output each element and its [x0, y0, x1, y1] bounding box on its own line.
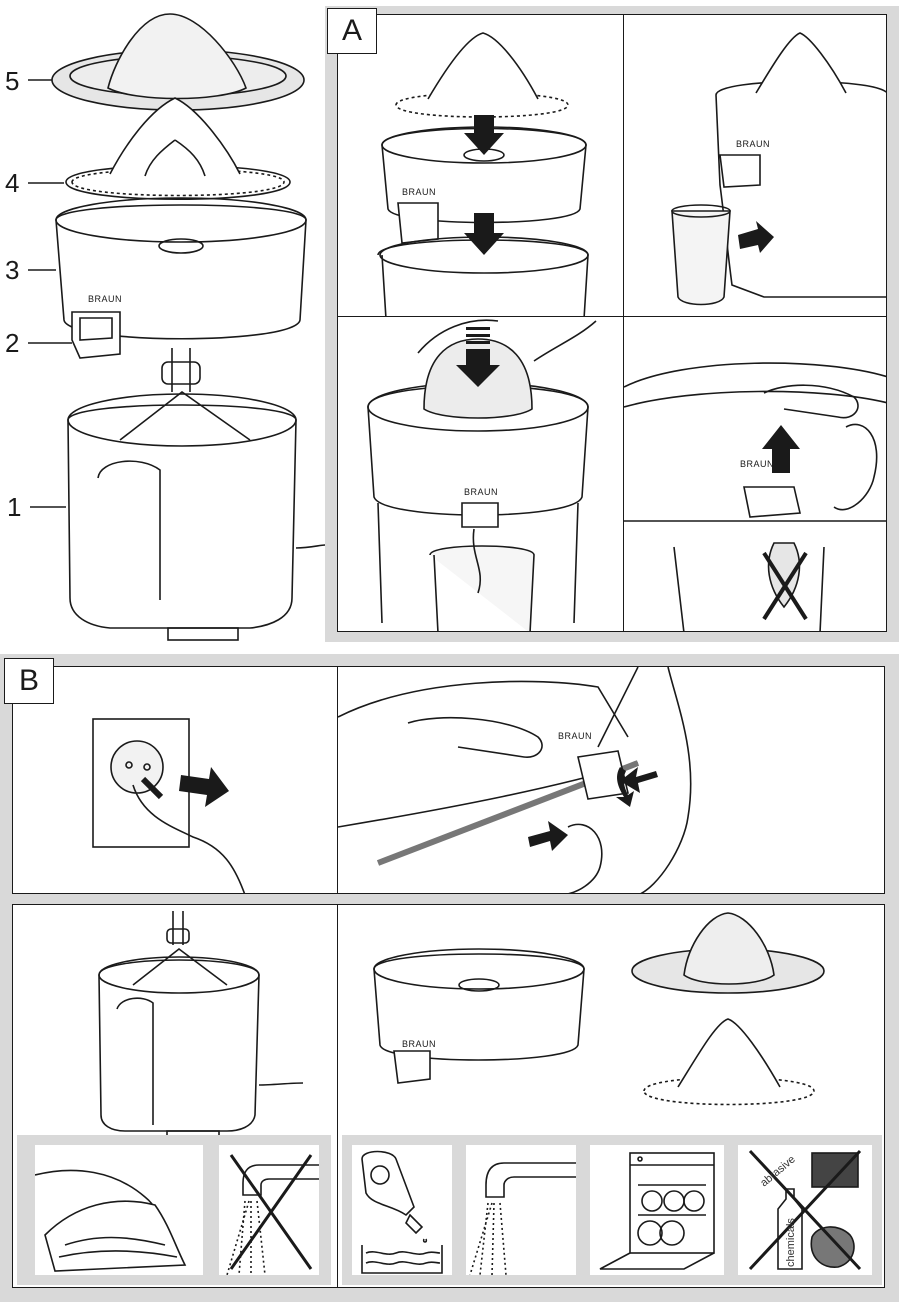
detergent-bottle-icon	[352, 1145, 452, 1275]
section-a-step-assemble: BRAUN	[337, 14, 625, 318]
section-b-step-remove-spout: BRAUN	[337, 666, 885, 894]
section-b-motor-base-cleaning	[12, 904, 338, 1288]
part-number-3: 3	[5, 255, 20, 285]
damp-cloth-icon	[35, 1145, 203, 1275]
part-number-4: 4	[5, 168, 20, 198]
part-number-2: 2	[5, 328, 20, 358]
brand-label: BRAUN	[402, 1039, 436, 1049]
parts-care-icons-strip: abrasive chemicals	[342, 1135, 882, 1285]
exploded-juicer-illustration: BRAUN	[28, 13, 325, 641]
no-abrasive-chemicals-icon: abrasive chemicals	[738, 1145, 872, 1275]
running-water-icon	[466, 1145, 576, 1275]
section-a-step-spout-close: BRAUN	[623, 316, 887, 632]
section-b-step-unplug	[12, 666, 338, 894]
no-running-water-icon	[219, 1145, 319, 1275]
brand-label: BRAUN	[558, 731, 592, 741]
section-a: BRAUN BRAUN	[325, 6, 899, 642]
brand-label: BRAUN	[736, 139, 770, 149]
wall-outlet-unplug-icon	[92, 718, 246, 893]
removable-parts-illustration: BRAUN	[373, 912, 825, 1106]
section-b-label: B	[4, 658, 54, 704]
motor-care-icons-strip	[17, 1135, 331, 1285]
section-a-step-press: BRAUN	[337, 316, 625, 632]
motor-base-illustration	[98, 911, 304, 1135]
brand-label: BRAUN	[402, 187, 436, 197]
brand-label: BRAUN	[740, 459, 774, 469]
part-number-5: 5	[5, 66, 20, 96]
section-b: BRAUN	[0, 654, 899, 1302]
exploded-view: BRAUN 5 4 3 2 1	[0, 0, 325, 650]
abrasive-label: abrasive	[758, 1153, 798, 1189]
brand-label: BRAUN	[88, 294, 122, 304]
section-a-step-glass: BRAUN	[623, 14, 887, 318]
section-a-label: A	[327, 8, 377, 54]
section-b-parts-cleaning: BRAUN	[337, 904, 885, 1288]
part-number-1: 1	[7, 492, 22, 522]
brand-label: BRAUN	[464, 487, 498, 497]
chemicals-label: chemicals	[785, 1218, 797, 1267]
dishwasher-icon	[590, 1145, 724, 1275]
